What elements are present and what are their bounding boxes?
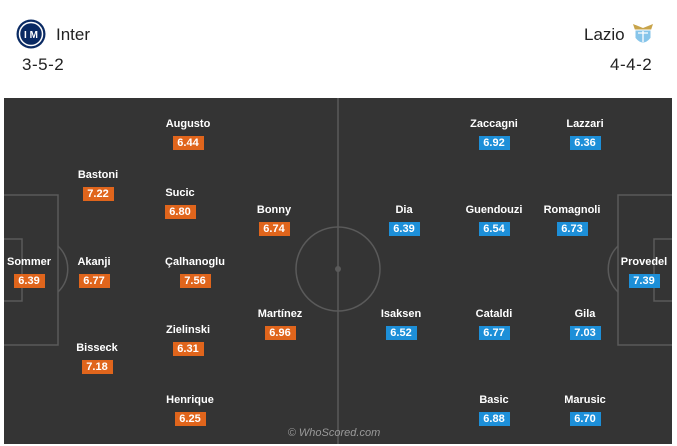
player-home-zielinski[interactable]: Zielinski 6.31 (153, 324, 223, 357)
player-rating: 6.92 (478, 136, 510, 150)
player-home-bastoni[interactable]: Bastoni 7.22 (63, 169, 133, 202)
player-name: Romagnoli (543, 204, 601, 216)
player-rating: 7.03 (569, 326, 601, 340)
player-name: Cataldi (475, 308, 513, 320)
player-name: Sucic (165, 187, 195, 199)
player-away-marusic[interactable]: Marusic 6.70 (550, 394, 620, 427)
player-rating: 6.39 (388, 222, 420, 236)
inter-crest-icon: I M (16, 19, 46, 49)
player-home-akanji[interactable]: Akanji 6.77 (59, 256, 129, 289)
player-rating: 7.22 (82, 187, 114, 201)
player-away-isaksen[interactable]: Isaksen 6.52 (366, 308, 436, 341)
player-name: Akanji (77, 256, 111, 268)
lazio-crest-icon (633, 24, 653, 44)
player-rating: 6.36 (569, 136, 601, 150)
home-team-name: Inter (56, 25, 91, 44)
player-rating: 6.88 (478, 412, 510, 426)
player-name: Augusto (165, 118, 211, 130)
player-name: Henrique (166, 394, 214, 406)
player-rating: 6.31 (172, 342, 204, 356)
player-home-sucic[interactable]: Sucic 6.80 (145, 187, 215, 220)
player-name: Zielinski (165, 324, 211, 336)
player-rating: 6.74 (258, 222, 290, 236)
player-rating: 6.39 (13, 274, 45, 288)
player-rating: 6.80 (164, 205, 196, 219)
player-name: Gila (574, 308, 596, 320)
player-rating: 7.39 (628, 274, 660, 288)
player-home-sommer[interactable]: Sommer 6.39 (4, 256, 64, 289)
pitch-markings (4, 98, 672, 444)
player-rating: 6.77 (478, 326, 510, 340)
player-rating: 6.73 (556, 222, 588, 236)
player-name: Martínez (257, 308, 303, 320)
player-rating: 7.56 (179, 274, 211, 288)
away-team-name: Lazio (584, 25, 625, 44)
svg-text:I M: I M (24, 30, 38, 41)
player-rating: 6.54 (478, 222, 510, 236)
player-name: Zaccagni (470, 118, 518, 130)
player-name: Çalhanoglu (165, 256, 225, 268)
player-away-romagnoli[interactable]: Romagnoli 6.73 (537, 204, 607, 237)
player-name: Isaksen (380, 308, 422, 320)
player-home-augusto[interactable]: Augusto 6.44 (153, 118, 223, 151)
player-name: Bisseck (76, 342, 118, 354)
player-rating: 6.52 (385, 326, 417, 340)
player-rating: 6.77 (78, 274, 110, 288)
home-formation: 3-5-2 (22, 55, 65, 74)
player-name: Marusic (564, 394, 606, 406)
player-name: Lazzari (566, 118, 604, 130)
player-away-provedel[interactable]: Provedel 7.39 (609, 256, 672, 289)
player-rating: 6.25 (174, 412, 206, 426)
player-name: Guendouzi (465, 204, 523, 216)
player-away-lazzari[interactable]: Lazzari 6.36 (550, 118, 620, 151)
player-away-gila[interactable]: Gila 7.03 (550, 308, 620, 341)
player-name: Sommer (6, 256, 52, 268)
player-rating: 6.44 (172, 136, 204, 150)
away-formation: 4-4-2 (610, 55, 653, 74)
player-away-cataldi[interactable]: Cataldi 6.77 (459, 308, 529, 341)
player-name: Bonny (256, 204, 292, 216)
player-name: Provedel (620, 256, 668, 268)
player-name: Bastoni (77, 169, 119, 181)
player-rating: 6.70 (569, 412, 601, 426)
player-home-bonny[interactable]: Bonny 6.74 (239, 204, 309, 237)
match-header: I M Inter 3-5-2 Lazio 4-4-2 (0, 0, 677, 92)
player-name: Basic (479, 394, 509, 406)
player-away-dia[interactable]: Dia 6.39 (369, 204, 439, 237)
player-away-guendouzi[interactable]: Guendouzi 6.54 (459, 204, 529, 237)
player-rating: 7.18 (81, 360, 113, 374)
player-home-calhanoglu[interactable]: Çalhanoglu 7.56 (160, 256, 230, 289)
player-name: Dia (395, 204, 413, 216)
player-home-martinez[interactable]: Martínez 6.96 (245, 308, 315, 341)
player-away-basic[interactable]: Basic 6.88 (459, 394, 529, 427)
player-home-bisseck[interactable]: Bisseck 7.18 (62, 342, 132, 375)
player-rating: 6.96 (264, 326, 296, 340)
watermark: © WhoScored.com (287, 427, 381, 439)
player-away-zaccagni[interactable]: Zaccagni 6.92 (459, 118, 529, 151)
player-home-henrique[interactable]: Henrique 6.25 (155, 394, 225, 427)
pitch: Sommer 6.39 Bastoni 7.22 Akanji 6.77 Bis… (4, 98, 672, 444)
